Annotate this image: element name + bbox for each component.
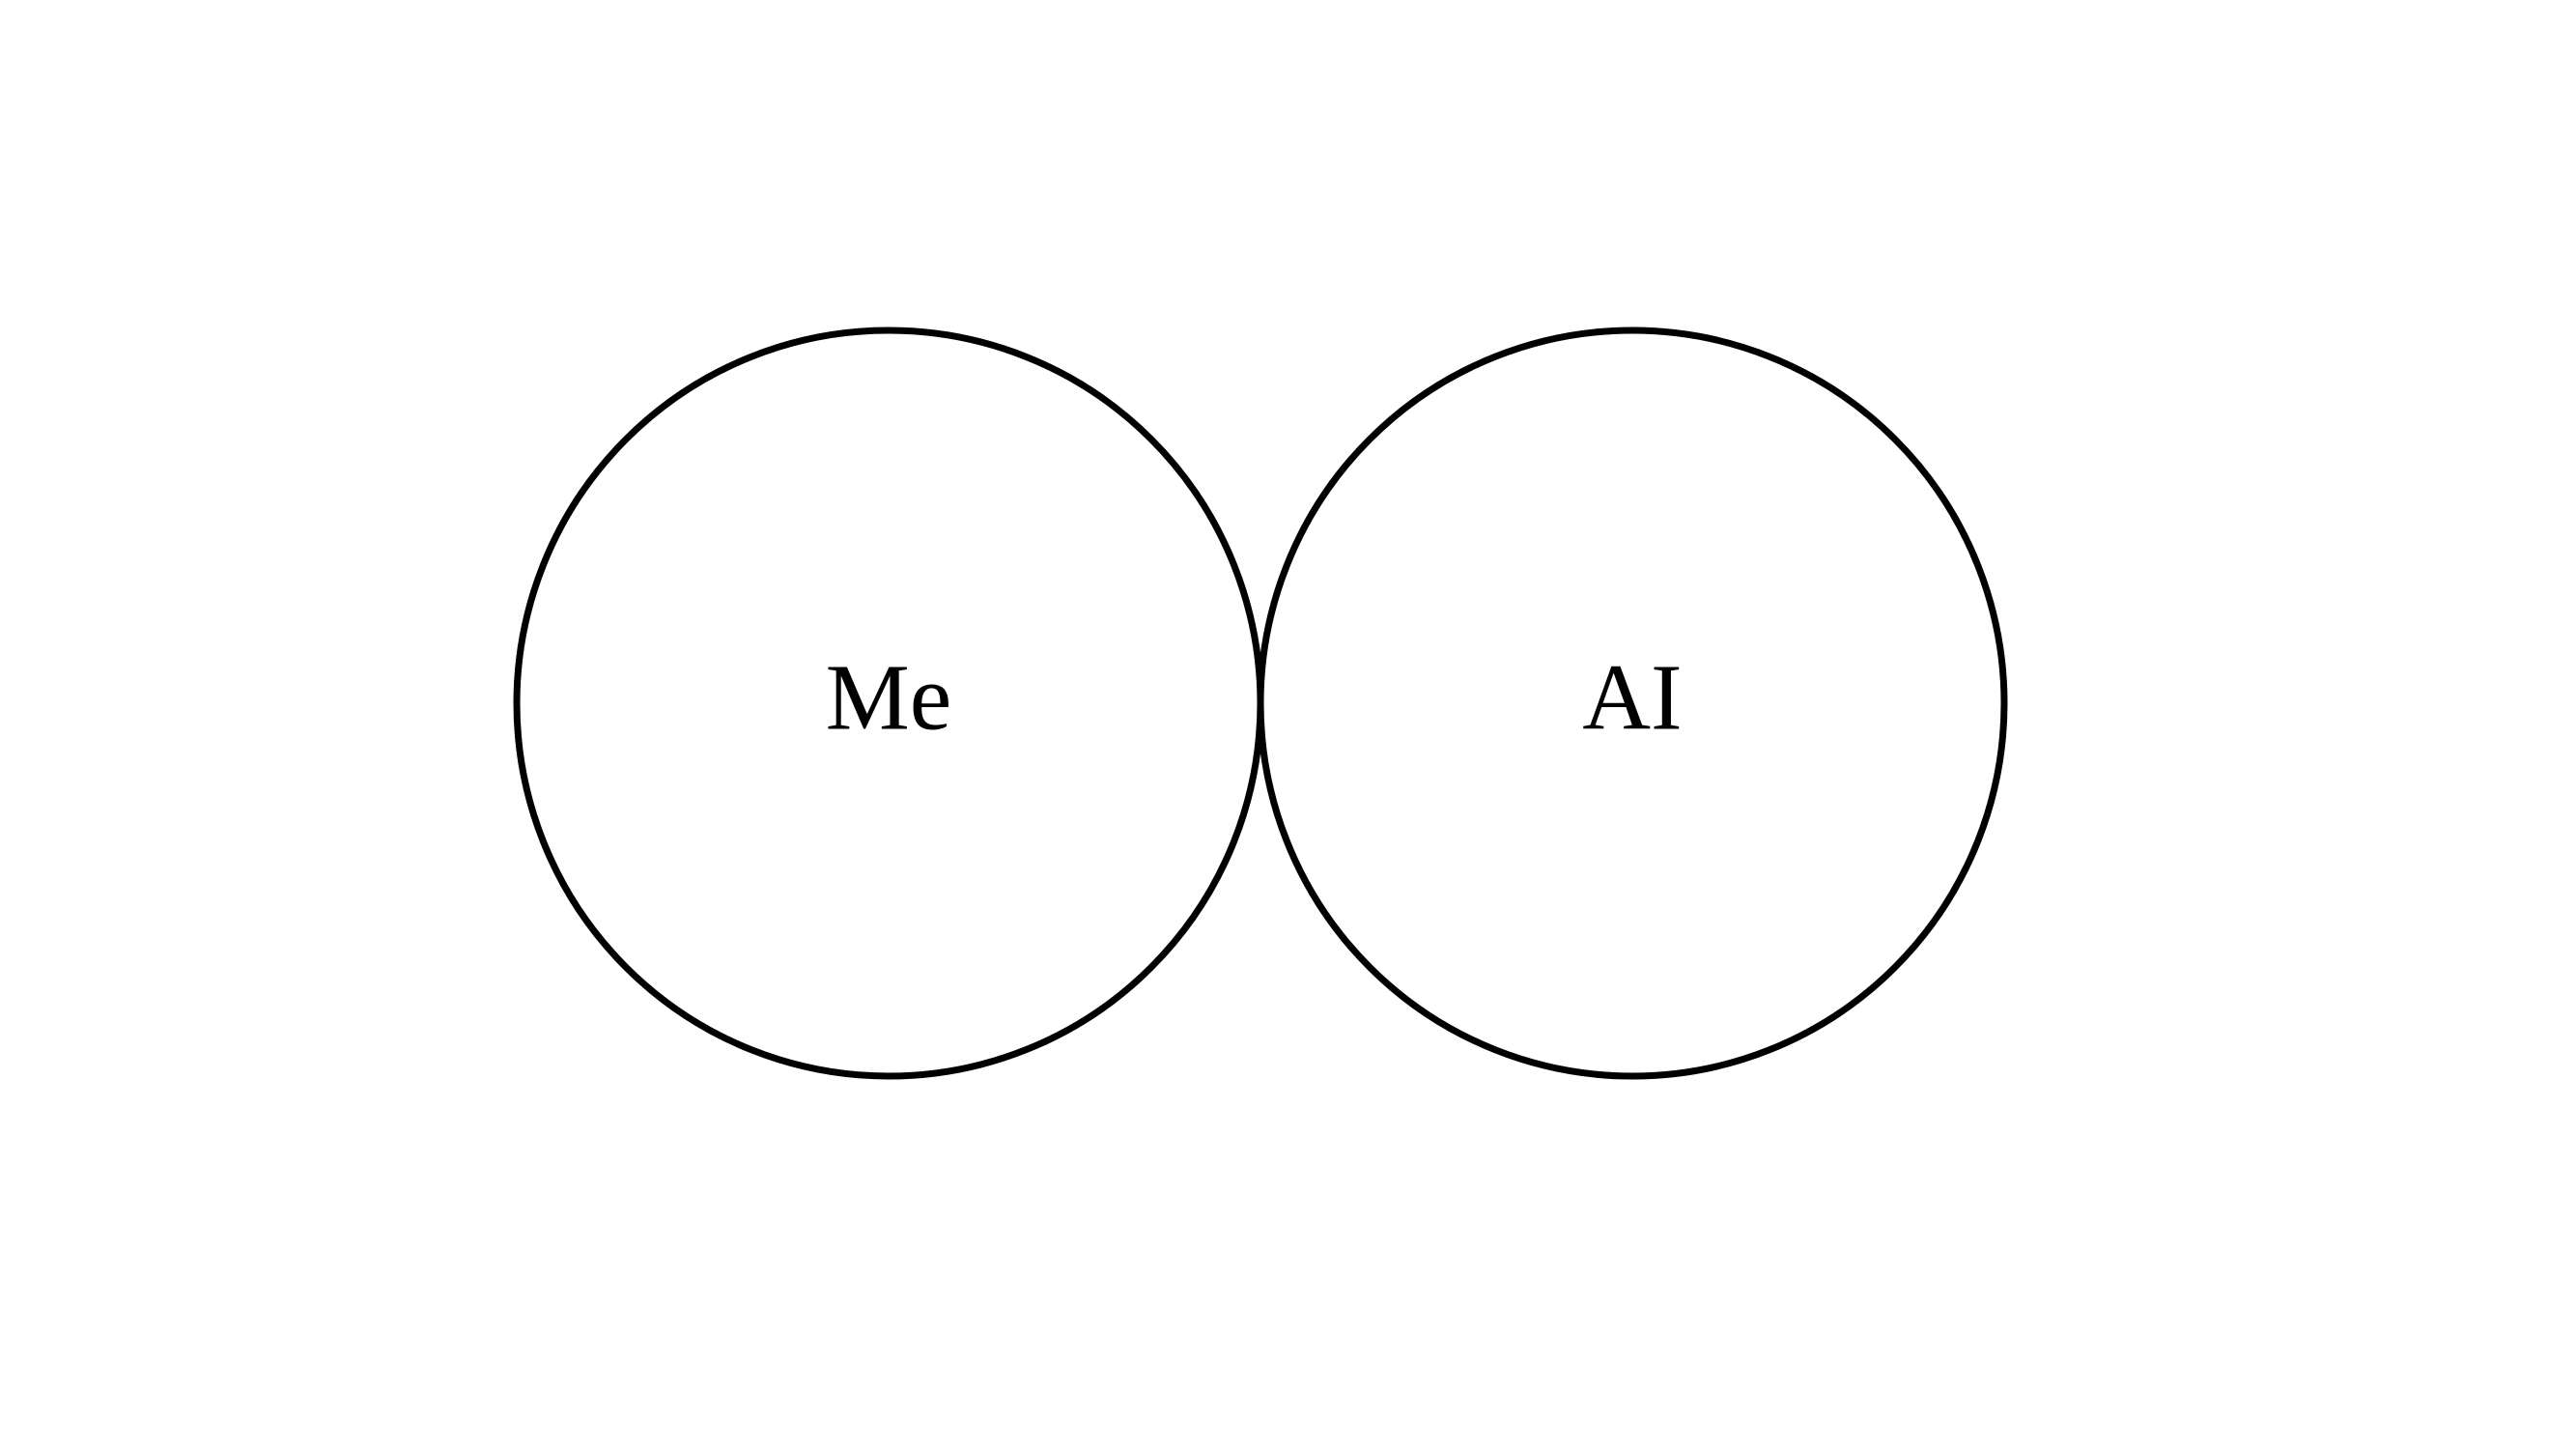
- circle-ai: AI: [1257, 327, 2008, 1080]
- circle-me-label: Me: [826, 645, 952, 750]
- circle-ai-outline: [1257, 327, 2008, 1080]
- circle-ai-label: AI: [1582, 645, 1682, 750]
